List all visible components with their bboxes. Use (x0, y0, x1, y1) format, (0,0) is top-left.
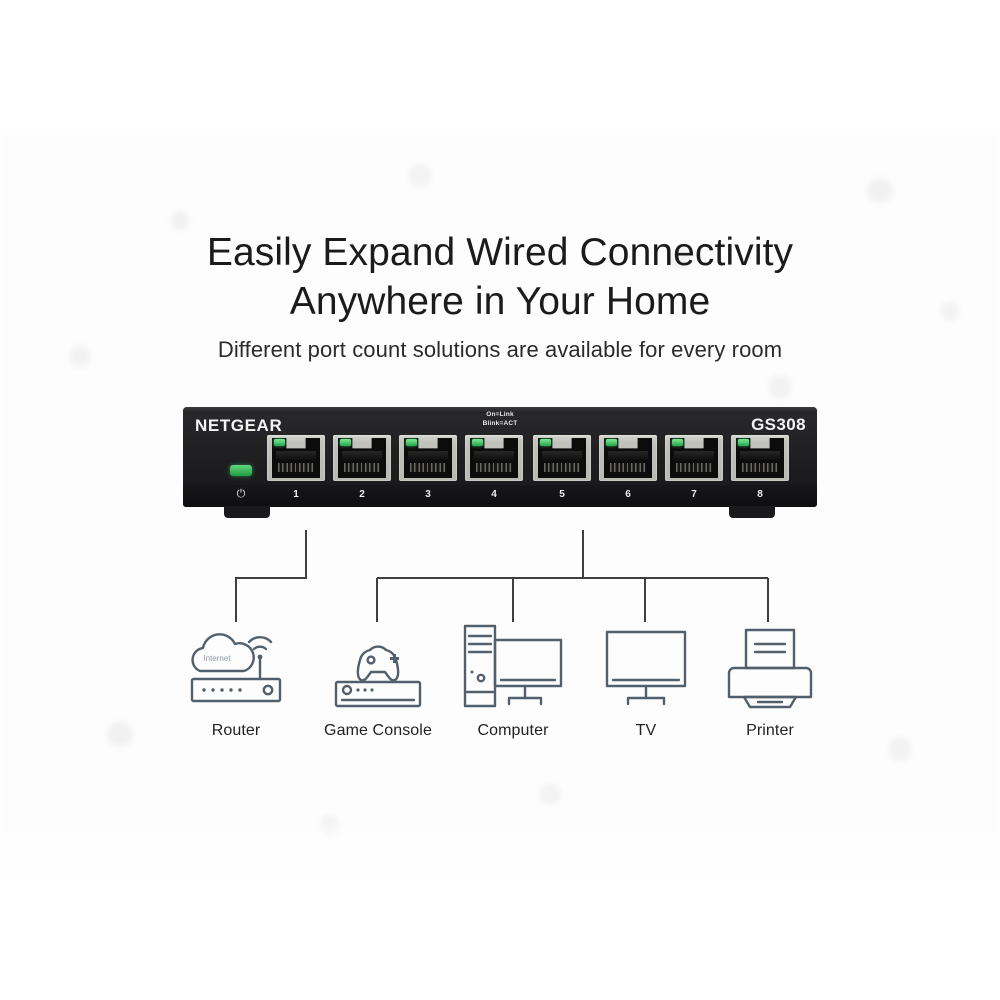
port-pins (278, 463, 314, 472)
led-legend-line-1: On=Link (486, 411, 514, 418)
ethernet-port-1 (267, 435, 325, 481)
port-pins (544, 463, 580, 472)
switch-foot-left (224, 506, 270, 518)
port-pins (344, 463, 380, 472)
page-title: Easily Expand Wired Connectivity Anywher… (0, 228, 1000, 326)
game-console-icon-wrap (314, 612, 442, 712)
page-subtitle: Different port count solutions are avail… (217, 337, 783, 362)
tv-icon-wrap (592, 612, 700, 712)
port-pins (476, 463, 512, 472)
device-printer: Printer (714, 612, 826, 740)
port-inner-shade (608, 451, 648, 461)
port-pins (676, 463, 712, 472)
device-tv: TV (592, 612, 700, 740)
ethernet-port-4 (465, 435, 523, 481)
headline-line-1: Easily Expand Wired Connectivity (206, 231, 794, 274)
game-console-icon (334, 645, 422, 708)
network-switch-product: NETGEAR GS308 On=Link Blink=ACT ⏻ 1 2 3 4 5 6… (183, 407, 817, 519)
port-number-label-4: 4 (491, 489, 497, 500)
ethernet-port-2 (333, 435, 391, 481)
port-inner-shade (276, 451, 316, 461)
device-router: Internet Router (176, 612, 296, 740)
led-legend-line-2: Blink=ACT (482, 419, 518, 427)
device-label-printer: Printer (746, 722, 794, 739)
power-led (230, 465, 252, 476)
power-symbol-icon: ⏻ (236, 488, 246, 500)
device-label-game-console: Game Console (324, 722, 432, 739)
device-label-computer: Computer (477, 722, 549, 739)
port-number-label-3: 3 (425, 489, 431, 500)
tv-icon (605, 630, 687, 706)
port-number-label-6: 6 (625, 489, 631, 500)
port-inner-shade (342, 451, 382, 461)
ethernet-port-7 (665, 435, 723, 481)
port-number-label-8: 8 (757, 489, 763, 500)
port-number-label-7: 7 (691, 489, 697, 500)
port-led-4 (472, 439, 483, 446)
device-label-tv: TV (635, 722, 657, 739)
printer-icon-wrap (714, 612, 826, 712)
port-led-7 (672, 439, 683, 446)
desktop-computer-icon (463, 624, 563, 708)
port-number-label-1: 1 (293, 489, 299, 500)
device-computer: Computer (452, 612, 574, 740)
port-inner-shade (740, 451, 780, 461)
port-number-label-5: 5 (559, 489, 565, 500)
port-led-5 (540, 439, 551, 446)
background-texture (0, 130, 1000, 885)
port-bank-right (533, 435, 791, 481)
port-number-label-2: 2 (359, 489, 365, 500)
router-icon: Internet (190, 633, 282, 703)
switch-top-edge (183, 407, 817, 413)
headline-line-2: Anywhere in Your Home (289, 280, 711, 323)
switch-foot-right (729, 506, 775, 518)
port-bank-left (267, 435, 525, 481)
port-led-1 (274, 439, 285, 446)
router-icon-wrap: Internet (176, 612, 296, 712)
netgear-logo: NETGEAR (195, 416, 283, 435)
port-inner-shade (674, 451, 714, 461)
port-inner-shade (474, 451, 514, 461)
switch-bottom-bar (183, 485, 817, 507)
background-fade (0, 810, 1000, 920)
device-label-router: Router (211, 722, 261, 739)
cloud-internet-label: Internet (203, 654, 231, 663)
port-led-6 (606, 439, 617, 446)
device-game-console: Game Console (314, 612, 442, 740)
model-label: GS308 (751, 415, 806, 434)
computer-icon-wrap (452, 612, 574, 712)
printer-icon (727, 628, 813, 709)
led-legend: On=Link Blink=ACT (440, 411, 560, 428)
port-led-2 (340, 439, 351, 446)
wire-to-router (234, 530, 308, 622)
ethernet-port-5 (533, 435, 591, 481)
port-led-3 (406, 439, 417, 446)
port-inner-shade (542, 451, 582, 461)
connection-diagram-lines (234, 530, 770, 622)
ethernet-port-3 (399, 435, 457, 481)
ethernet-port-8 (731, 435, 789, 481)
port-led-8 (738, 439, 749, 446)
ethernet-port-6 (599, 435, 657, 481)
port-pins (610, 463, 646, 472)
port-pins (410, 463, 446, 472)
switch-chassis: NETGEAR GS308 On=Link Blink=ACT ⏻ 1 2 3 4 5 6… (183, 407, 817, 507)
port-inner-shade (408, 451, 448, 461)
port-pins (742, 463, 778, 472)
